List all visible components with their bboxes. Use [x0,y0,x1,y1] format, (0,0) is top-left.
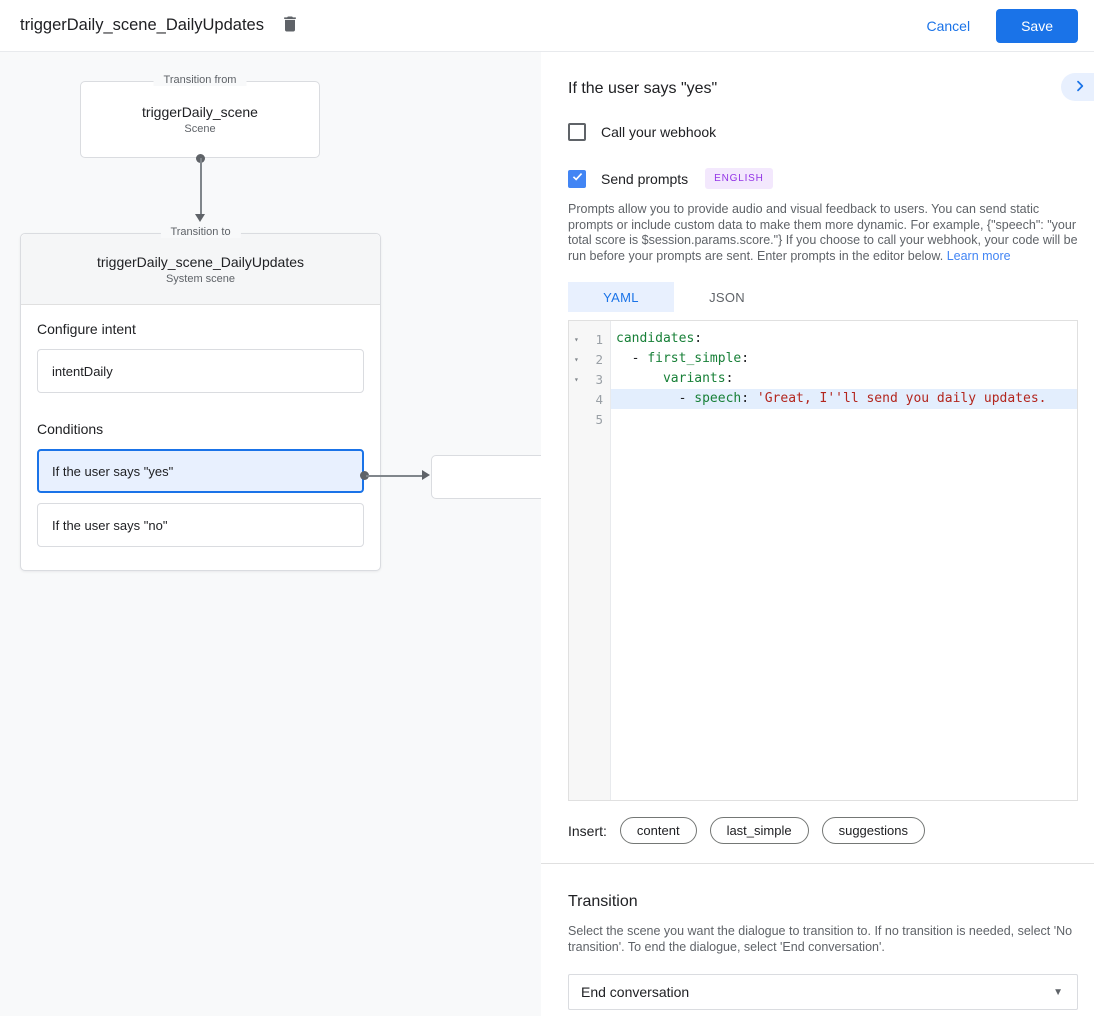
to-card-subtitle: System scene [165,272,236,285]
code-line[interactable]: - speech: 'Great, I''ll send you daily u… [611,389,1077,409]
prompt-section: If the user says "yes" Call your webhook [541,52,1094,844]
insert-row: Insert: content last_simple suggestions [568,817,1078,844]
line-number: 4 [595,391,603,407]
transition-from-node[interactable]: Transition from triggerDaily_scene Scene [80,74,320,158]
line-number: 5 [595,411,603,427]
transition-to-card: Transition to triggerDaily_scene_DailyUp… [20,226,381,571]
code-token-plain: : [741,391,757,406]
transition-select-value: End conversation [581,984,690,1000]
insert-chip-content[interactable]: content [619,817,697,844]
transition-section: Transition Select the scene you want the… [541,864,1094,1010]
gutter-row[interactable]: ▾3 [569,369,610,389]
code-token-plain: : [741,351,750,366]
intent-item-label: intentDaily [52,363,113,379]
insert-chip-last-simple[interactable]: last_simple [709,817,809,844]
trash-icon [280,13,300,38]
dropdown-caret-icon: ▼ [1053,986,1063,998]
delete-scene-button[interactable] [280,13,300,38]
line-number: 1 [595,331,603,347]
handler-title: If the user says "yes" [568,80,718,97]
chevron-right-icon [1072,78,1088,97]
code-token-string: 'Great, I''ll send you daily updates. [756,391,1047,406]
transition-from-legend: Transition from [153,74,247,86]
webhook-checkbox-label: Call your webhook [601,124,717,140]
gutter-row[interactable]: ▾1 [569,329,610,349]
section-divider [541,863,1094,864]
condition-item-no[interactable]: If the user says "no" [37,503,364,547]
language-badge: ENGLISH [705,168,773,189]
configure-intent-label: Configure intent [37,321,136,337]
code-line[interactable]: candidates: [611,329,1077,349]
transition-to-legend: Transition to [160,226,241,238]
code-token-plain [616,371,663,386]
line-number: 2 [595,351,603,367]
webhook-checkbox[interactable] [568,123,586,141]
from-node-title: triggerDaily_scene [142,104,258,120]
save-button[interactable]: Save [996,8,1078,43]
arrow-down-icon [195,214,205,222]
check-icon [571,170,584,188]
tab-yaml[interactable]: YAML [568,282,674,312]
code-token-key: variants [662,371,726,386]
prompts-description-text: Prompts allow you to provide audio and v… [568,202,1078,263]
transition-select[interactable]: End conversation ▼ [568,974,1078,1010]
code-line[interactable]: variants: [611,369,1077,389]
cancel-button[interactable]: Cancel [926,17,971,34]
fold-arrow-icon[interactable]: ▾ [574,374,579,384]
condition-connector-dot [360,471,369,480]
connector-right-line [366,475,422,477]
page-title: triggerDaily_scene_DailyUpdates [20,16,264,34]
prompts-checkbox[interactable] [568,169,586,188]
learn-more-link[interactable]: Learn more [946,248,1011,263]
line-number: 3 [595,371,603,387]
arrow-right-icon [422,470,430,480]
code-token-key: candidates [616,331,695,346]
webhook-checkbox-row[interactable]: Call your webhook [568,123,1078,141]
code-token-plain: - [616,351,648,366]
intent-item[interactable]: intentDaily [37,349,364,393]
condition-yes-label: If the user says "yes" [52,463,174,479]
code-token-plain: - [616,391,695,406]
top-bar: triggerDaily_scene_DailyUpdates Cancel S… [0,0,1094,52]
prompts-checkbox-label: Send prompts [601,170,689,187]
editor-format-tabs: YAML JSON [568,282,1078,312]
conditions-label: Conditions [37,421,104,437]
condition-no-label: If the user says "no" [52,517,168,533]
code-lines[interactable]: candidates: - first_simple: variants: - … [611,321,1077,800]
scene-diagram-canvas[interactable]: Transition from triggerDaily_scene Scene… [0,52,541,1016]
from-node-subtitle: Scene [184,123,216,135]
gutter-row[interactable]: 4 [569,389,610,409]
condition-item-yes[interactable]: If the user says "yes" [37,449,364,493]
prompts-description: Prompts allow you to provide audio and v… [568,202,1078,264]
code-token-plain: : [694,331,703,346]
details-panel: If the user says "yes" Call your webhook [541,52,1094,1016]
gutter-row[interactable]: ▾2 [569,349,610,369]
fold-arrow-icon[interactable]: ▾ [574,354,579,364]
code-line[interactable] [611,409,1077,429]
transition-description: Select the scene you want the dialogue t… [568,924,1073,954]
collapse-panel-button[interactable] [1061,73,1094,101]
fold-arrow-icon[interactable]: ▾ [574,334,579,344]
prompts-checkbox-row[interactable]: Send prompts ENGLISH [568,168,1078,189]
gutter-row[interactable]: 5 [569,409,610,429]
insert-label: Insert: [568,822,607,839]
connector-down-line [200,158,202,216]
code-line[interactable]: - first_simple: [611,349,1077,369]
transition-target-node[interactable] [431,455,541,499]
scene-card-header[interactable]: triggerDaily_scene_DailyUpdates System s… [21,234,380,305]
code-token-plain: : [725,371,734,386]
insert-chip-suggestions[interactable]: suggestions [821,817,925,844]
transition-title: Transition [568,893,638,910]
code-token-key: speech [694,391,742,406]
code-token-key: first_simple [647,351,742,366]
tab-json[interactable]: JSON [709,289,745,305]
to-card-title: triggerDaily_scene_DailyUpdates [97,253,304,270]
